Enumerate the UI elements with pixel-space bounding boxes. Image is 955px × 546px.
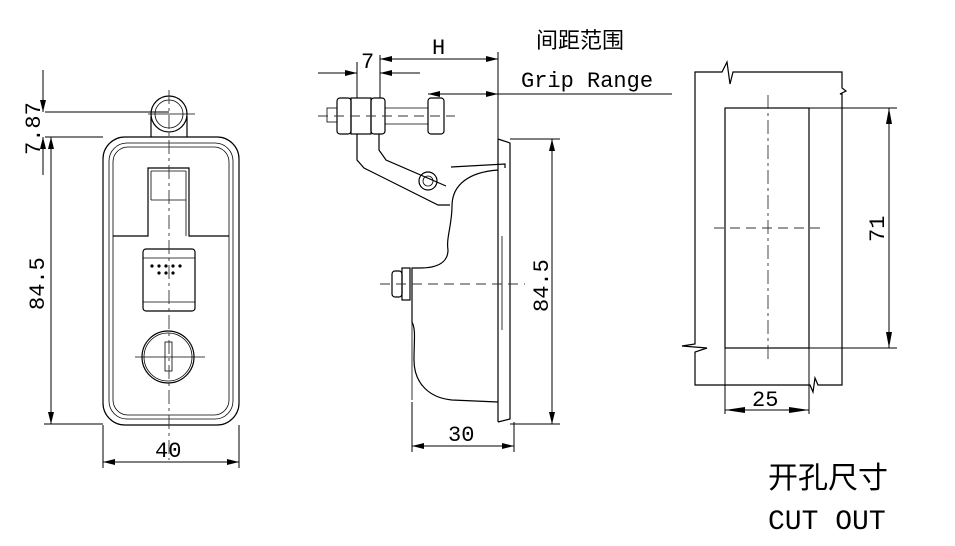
dim-top-offset-label: 7.87 — [22, 102, 47, 155]
caption-en: CUT OUT — [768, 507, 886, 538]
lock-cylinder — [135, 330, 205, 384]
lever-arm — [356, 134, 450, 206]
panel-outline — [681, 59, 848, 395]
front-dimensions: 7.87 84.5 40 — [22, 70, 240, 468]
cutout-view — [681, 59, 897, 395]
grip-range-en-label: Grip Range — [521, 69, 653, 94]
side-dimensions: 7 H 间距范围 Grip Range 84.5 30 — [318, 29, 672, 452]
front-view — [102, 90, 240, 460]
caption-cn: 开孔尺寸 — [768, 461, 888, 496]
handle-slot — [113, 167, 229, 237]
dim-nut-width-label: 7 — [361, 50, 374, 75]
cutout-caption: 开孔尺寸 CUT OUT — [768, 461, 888, 538]
side-stud — [380, 267, 525, 301]
dim-front-height-label: 84.5 — [26, 257, 51, 310]
dim-side-height-label: 84.5 — [530, 259, 555, 312]
dim-side-depth-label: 30 — [448, 423, 474, 448]
dim-cutout-height-label: 71 — [866, 216, 891, 242]
cutout-dimensions: 71 25 — [724, 108, 892, 414]
side-view — [318, 97, 525, 423]
housing — [411, 138, 511, 423]
dim-cutout-width-label: 25 — [752, 388, 778, 413]
body-outline — [102, 136, 240, 426]
bolt-assembly — [318, 97, 455, 135]
dim-front-width-label: 40 — [155, 439, 181, 464]
grip-range-cn-label: 间距范围 — [536, 29, 624, 54]
dim-grip-symbol-label: H — [432, 36, 445, 61]
